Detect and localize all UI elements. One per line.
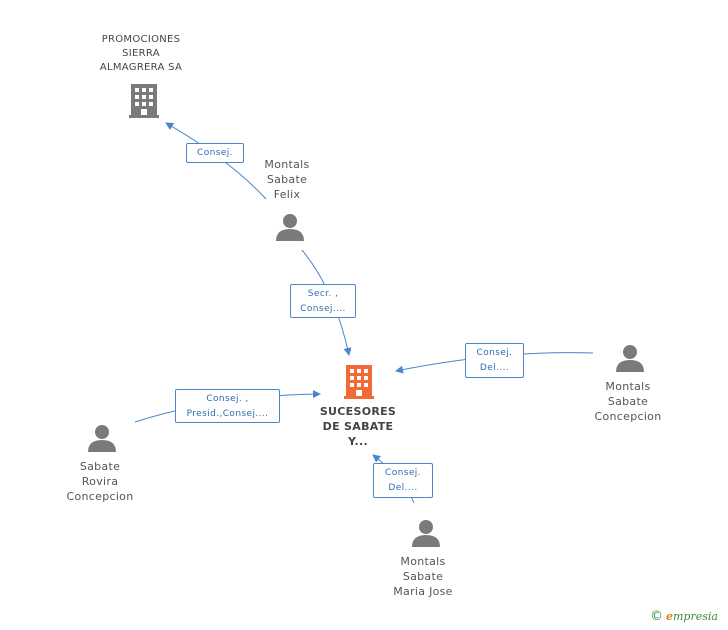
person-icon[interactable] bbox=[616, 345, 644, 372]
person-icon[interactable] bbox=[276, 214, 304, 241]
node-label-line: Montals bbox=[264, 158, 310, 171]
edge-label-line: Consej. bbox=[476, 348, 513, 358]
node-label-line: ALMAGRERA SA bbox=[99, 62, 183, 73]
node-label-felix[interactable]: Montals Sabate Felix bbox=[247, 157, 327, 202]
edge-label-line: Consej. bbox=[197, 148, 233, 158]
edge-label-felix-sucesores[interactable]: Secr. , Consej.... bbox=[290, 284, 356, 318]
node-label-line: Maria Jose bbox=[393, 585, 453, 598]
person-icon[interactable] bbox=[88, 425, 116, 452]
edge-label-line: Del.... bbox=[388, 483, 418, 493]
node-label-line: Concepcion bbox=[594, 410, 662, 423]
building-icon[interactable] bbox=[129, 84, 159, 118]
node-label-promociones[interactable]: PROMOCIONES SIERRA ALMAGRERA SA bbox=[81, 33, 201, 75]
edge-label-line: Consej. bbox=[385, 468, 421, 478]
node-label-line: SUCESORES bbox=[319, 405, 397, 418]
person-icon[interactable] bbox=[412, 520, 440, 547]
node-label-line: Concepcion bbox=[66, 490, 134, 503]
node-label-line: Y... bbox=[348, 435, 368, 448]
node-label-concepcion-montals[interactable]: Montals Sabate Concepcion bbox=[583, 379, 673, 424]
node-label-line: Sabate bbox=[607, 395, 649, 408]
edge-label-line: Del.... bbox=[479, 363, 510, 373]
edge-label-line: Secr. , bbox=[307, 289, 339, 299]
brand-name: empresia bbox=[666, 610, 718, 623]
node-label-line: Montals bbox=[400, 555, 446, 568]
node-label-line: Sabate bbox=[266, 173, 308, 186]
node-label-line: SIERRA bbox=[122, 48, 160, 59]
edge-label-felix-promociones[interactable]: Consej. bbox=[186, 143, 244, 163]
node-label-rovira[interactable]: Sabate Rovira Concepcion bbox=[55, 459, 145, 504]
brand-rest: mpresia bbox=[673, 610, 718, 623]
brand-first-letter: e bbox=[666, 610, 673, 623]
node-label-line: PROMOCIONES bbox=[101, 34, 181, 45]
edge-label-rovira-sucesores[interactable]: Consej. , Presid.,Consej.... bbox=[175, 389, 280, 423]
node-label-sucesores[interactable]: SUCESORES DE SABATE Y... bbox=[303, 404, 413, 449]
node-label-line: Montals bbox=[605, 380, 651, 393]
edge-label-concepcion-sucesores[interactable]: Consej. Del.... bbox=[465, 343, 524, 378]
node-label-line: DE SABATE bbox=[322, 420, 394, 433]
edge-label-line: Consej.... bbox=[300, 304, 346, 314]
edge-label-line: Consej. , bbox=[206, 394, 249, 404]
building-icon[interactable] bbox=[344, 365, 374, 399]
node-label-line: Felix bbox=[273, 188, 301, 201]
node-label-line: Sabate bbox=[79, 460, 121, 473]
edge-label-mariajose-sucesores[interactable]: Consej. Del.... bbox=[373, 463, 433, 498]
edge-label-line: Presid.,Consej.... bbox=[186, 409, 269, 419]
node-label-line: Rovira bbox=[81, 475, 119, 488]
brand-logo[interactable]: ©empresia bbox=[650, 609, 718, 624]
node-label-maria-jose[interactable]: Montals Sabate Maria Jose bbox=[378, 554, 468, 599]
node-label-line: Sabate bbox=[402, 570, 444, 583]
copyright-icon: © bbox=[650, 609, 663, 624]
